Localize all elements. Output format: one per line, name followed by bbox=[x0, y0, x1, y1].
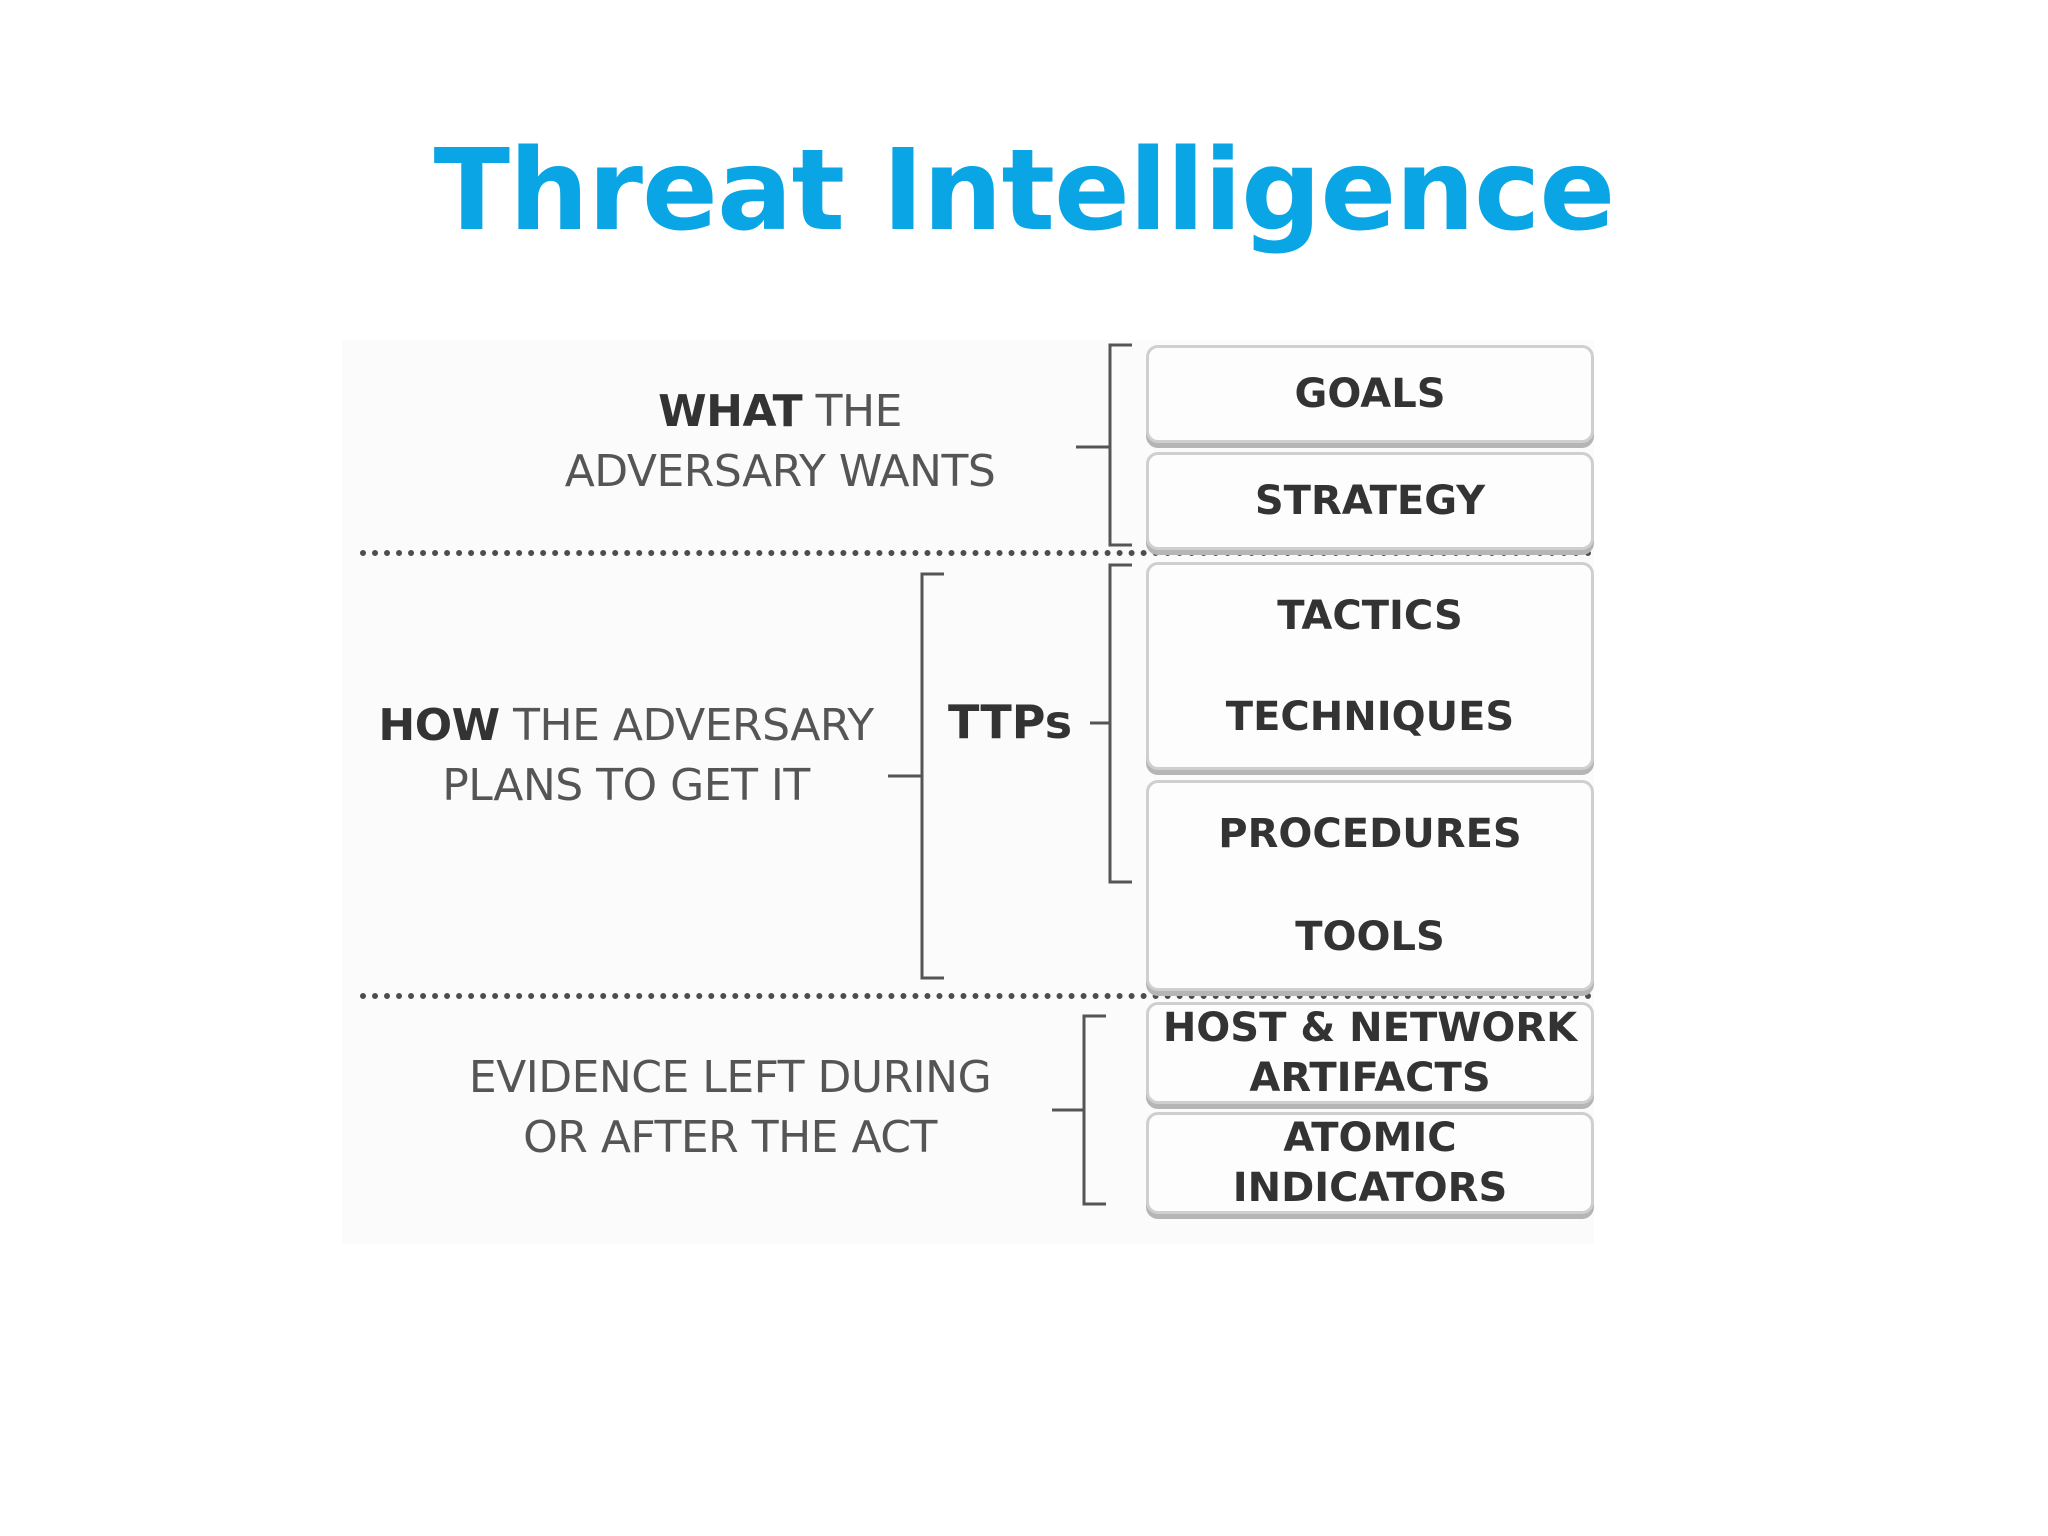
item-atomic-line2: INDICATORS bbox=[1232, 1165, 1508, 1211]
evidence-line1: EVIDENCE LEFT DURING bbox=[468, 1052, 992, 1103]
bracket-evidence bbox=[1082, 1014, 1106, 1206]
bracket-wants bbox=[1108, 343, 1132, 547]
item-tools-label: TOOLS bbox=[1295, 913, 1445, 960]
evidence-line2: OR AFTER THE ACT bbox=[523, 1112, 937, 1163]
item-procedures-label: PROCEDURES bbox=[1218, 811, 1522, 858]
bracket-ttps bbox=[1108, 563, 1132, 884]
plans-emphasis: HOW bbox=[378, 700, 500, 751]
section-label-wants: WHAT THE ADVERSARY WANTS bbox=[520, 382, 1040, 502]
wants-rest: THE bbox=[802, 386, 903, 437]
plans-line2: PLANS TO GET IT bbox=[442, 760, 810, 811]
item-host-network-artifacts: HOST & NETWORK ARTIFACTS bbox=[1146, 1002, 1594, 1104]
item-host-network-line2: ARTIFACTS bbox=[1249, 1055, 1491, 1101]
plans-rest: THE ADVERSARY bbox=[499, 700, 874, 751]
ttps-label: TTPs bbox=[948, 695, 1073, 749]
item-strategy-label: STRATEGY bbox=[1254, 478, 1486, 524]
item-tactics-label: TACTICS bbox=[1277, 592, 1463, 639]
separator-bottom bbox=[360, 993, 1592, 999]
item-procedures-tools: PROCEDURES TOOLS bbox=[1146, 780, 1594, 991]
item-strategy: STRATEGY bbox=[1146, 452, 1594, 550]
section-label-evidence: EVIDENCE LEFT DURING OR AFTER THE ACT bbox=[410, 1048, 1050, 1168]
wants-line2: ADVERSARY WANTS bbox=[564, 446, 996, 497]
item-host-network-line1: HOST & NETWORK bbox=[1162, 1005, 1578, 1051]
item-atomic-line1: ATOMIC bbox=[1283, 1115, 1457, 1161]
separator-top bbox=[360, 550, 1592, 556]
item-techniques-label: TECHNIQUES bbox=[1225, 693, 1515, 740]
wants-emphasis: WHAT bbox=[658, 386, 803, 437]
page-title: Threat Intelligence bbox=[433, 126, 1616, 256]
section-label-plans: HOW THE ADVERSARY PLANS TO GET IT bbox=[346, 696, 906, 816]
item-goals-label: GOALS bbox=[1294, 371, 1446, 417]
item-atomic-indicators: ATOMIC INDICATORS bbox=[1146, 1112, 1594, 1214]
item-goals: GOALS bbox=[1146, 345, 1594, 443]
item-tactics-techniques: TACTICS TECHNIQUES bbox=[1146, 562, 1594, 770]
bracket-plans bbox=[920, 572, 944, 980]
